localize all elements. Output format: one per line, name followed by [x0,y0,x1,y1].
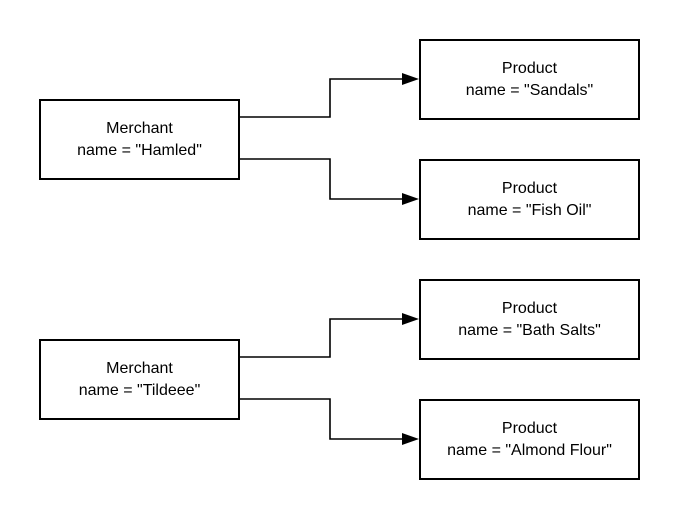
node-type-label: Product [501,179,558,197]
arrowhead-bath-salts [402,313,419,325]
product-node-almond-flour: Product name = "Almond Flour" [419,399,640,480]
arrowhead-sandals [402,73,419,85]
node-type-label: Product [501,299,558,317]
node-attribute: name = "Fish Oil" [467,201,592,219]
connector-tildeee-almond-flour [240,398,404,440]
node-attribute: name = "Bath Salts" [458,321,601,339]
product-node-sandals: Product name = "Sandals" [419,39,640,120]
node-type-label: Merchant [106,359,173,377]
connector-hamled-fish-oil [240,158,404,200]
node-attribute: name = "Tildeee" [78,381,201,399]
node-type-label: Product [501,59,558,77]
node-attribute: name = "Sandals" [465,81,594,99]
product-node-fish-oil: Product name = "Fish Oil" [419,159,640,240]
arrowhead-fish-oil [402,193,419,205]
product-node-bath-salts: Product name = "Bath Salts" [419,279,640,360]
connector-tildeee-bath-salts [240,318,404,358]
node-attribute: name = "Hamled" [77,141,202,159]
merchant-node-tildeee: Merchant name = "Tildeee" [39,339,240,420]
arrowhead-almond-flour [402,433,419,445]
node-type-label: Merchant [106,119,173,137]
node-type-label: Product [501,419,558,437]
merchant-node-hamled: Merchant name = "Hamled" [39,99,240,180]
connector-hamled-sandals [240,78,404,118]
node-attribute: name = "Almond Flour" [447,441,612,459]
